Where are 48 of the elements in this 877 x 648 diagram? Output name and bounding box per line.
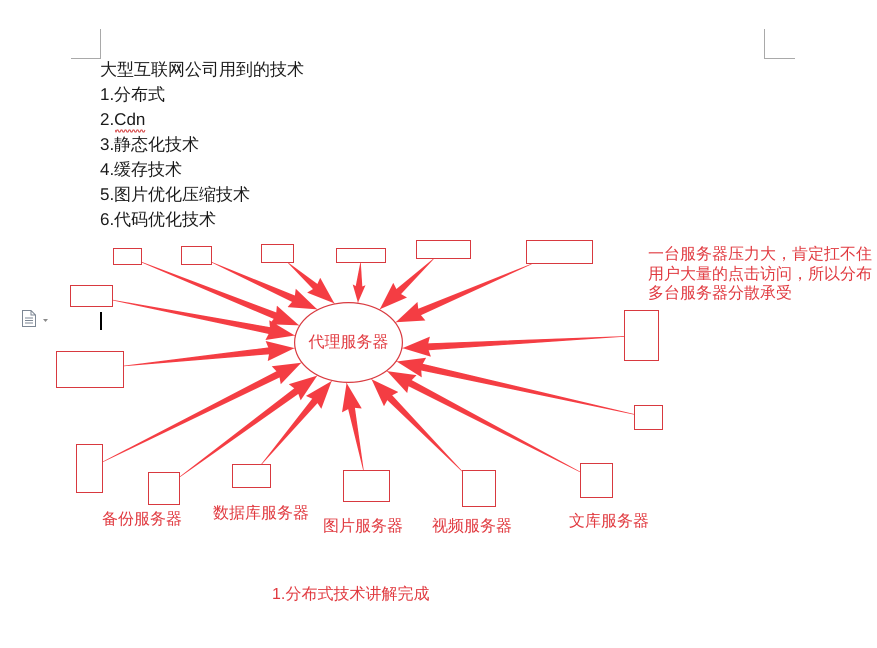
server-box [336,248,386,263]
arrow [212,262,318,310]
server-box [580,463,613,498]
arrow [342,382,364,470]
arrow [261,380,332,464]
arrow [395,264,532,323]
server-ellipse [294,302,403,383]
server-label: 图片服务器 [323,517,403,536]
server-box [181,246,212,265]
arrow [386,370,580,472]
server-box [56,351,124,388]
server-box [113,248,142,265]
server-box [148,472,180,505]
arrow [352,262,366,303]
server-box [343,470,390,502]
title: 大型互联网公司用到的技术 [100,59,304,80]
server-box [76,444,103,493]
arrow [142,262,300,326]
arrow [112,300,296,340]
list-item: 6.代码优化技术 [100,209,216,230]
server-label: 数据库服务器 [213,504,309,524]
list-item: 1.分布式 [100,84,166,105]
server-label: 视频服务器 [432,517,512,536]
list-item: 5.图片优化压缩技术 [100,184,250,205]
list-item: 2.Cdn [100,109,146,130]
arrow [396,358,634,415]
server-box [232,464,271,488]
server-box [634,405,663,430]
note-text: 一台服务器压力大，肯定扛不住用户大量的点击访问，所以分布多台服务器分散承受 [648,245,873,304]
server-box [416,240,471,259]
arrow [102,362,302,462]
note-text: 1.分布式技术讲解完成 [272,585,430,605]
list-item: 4.缓存技术 [100,159,182,180]
node-label: 代理服务器 [308,332,388,352]
arrow [371,378,462,472]
arrow [180,375,318,478]
server-box [70,285,113,307]
server-box [624,310,659,361]
server-label: 备份服务器 [102,510,182,530]
arrow [379,258,434,310]
arrow [288,262,335,304]
arrow [402,336,624,357]
server-label: 文库服务器 [569,512,649,532]
server-box [261,244,294,263]
server-box [462,470,496,507]
arrow [124,341,295,366]
server-box [526,240,593,264]
list-item: 3.静态化技术 [100,134,200,155]
